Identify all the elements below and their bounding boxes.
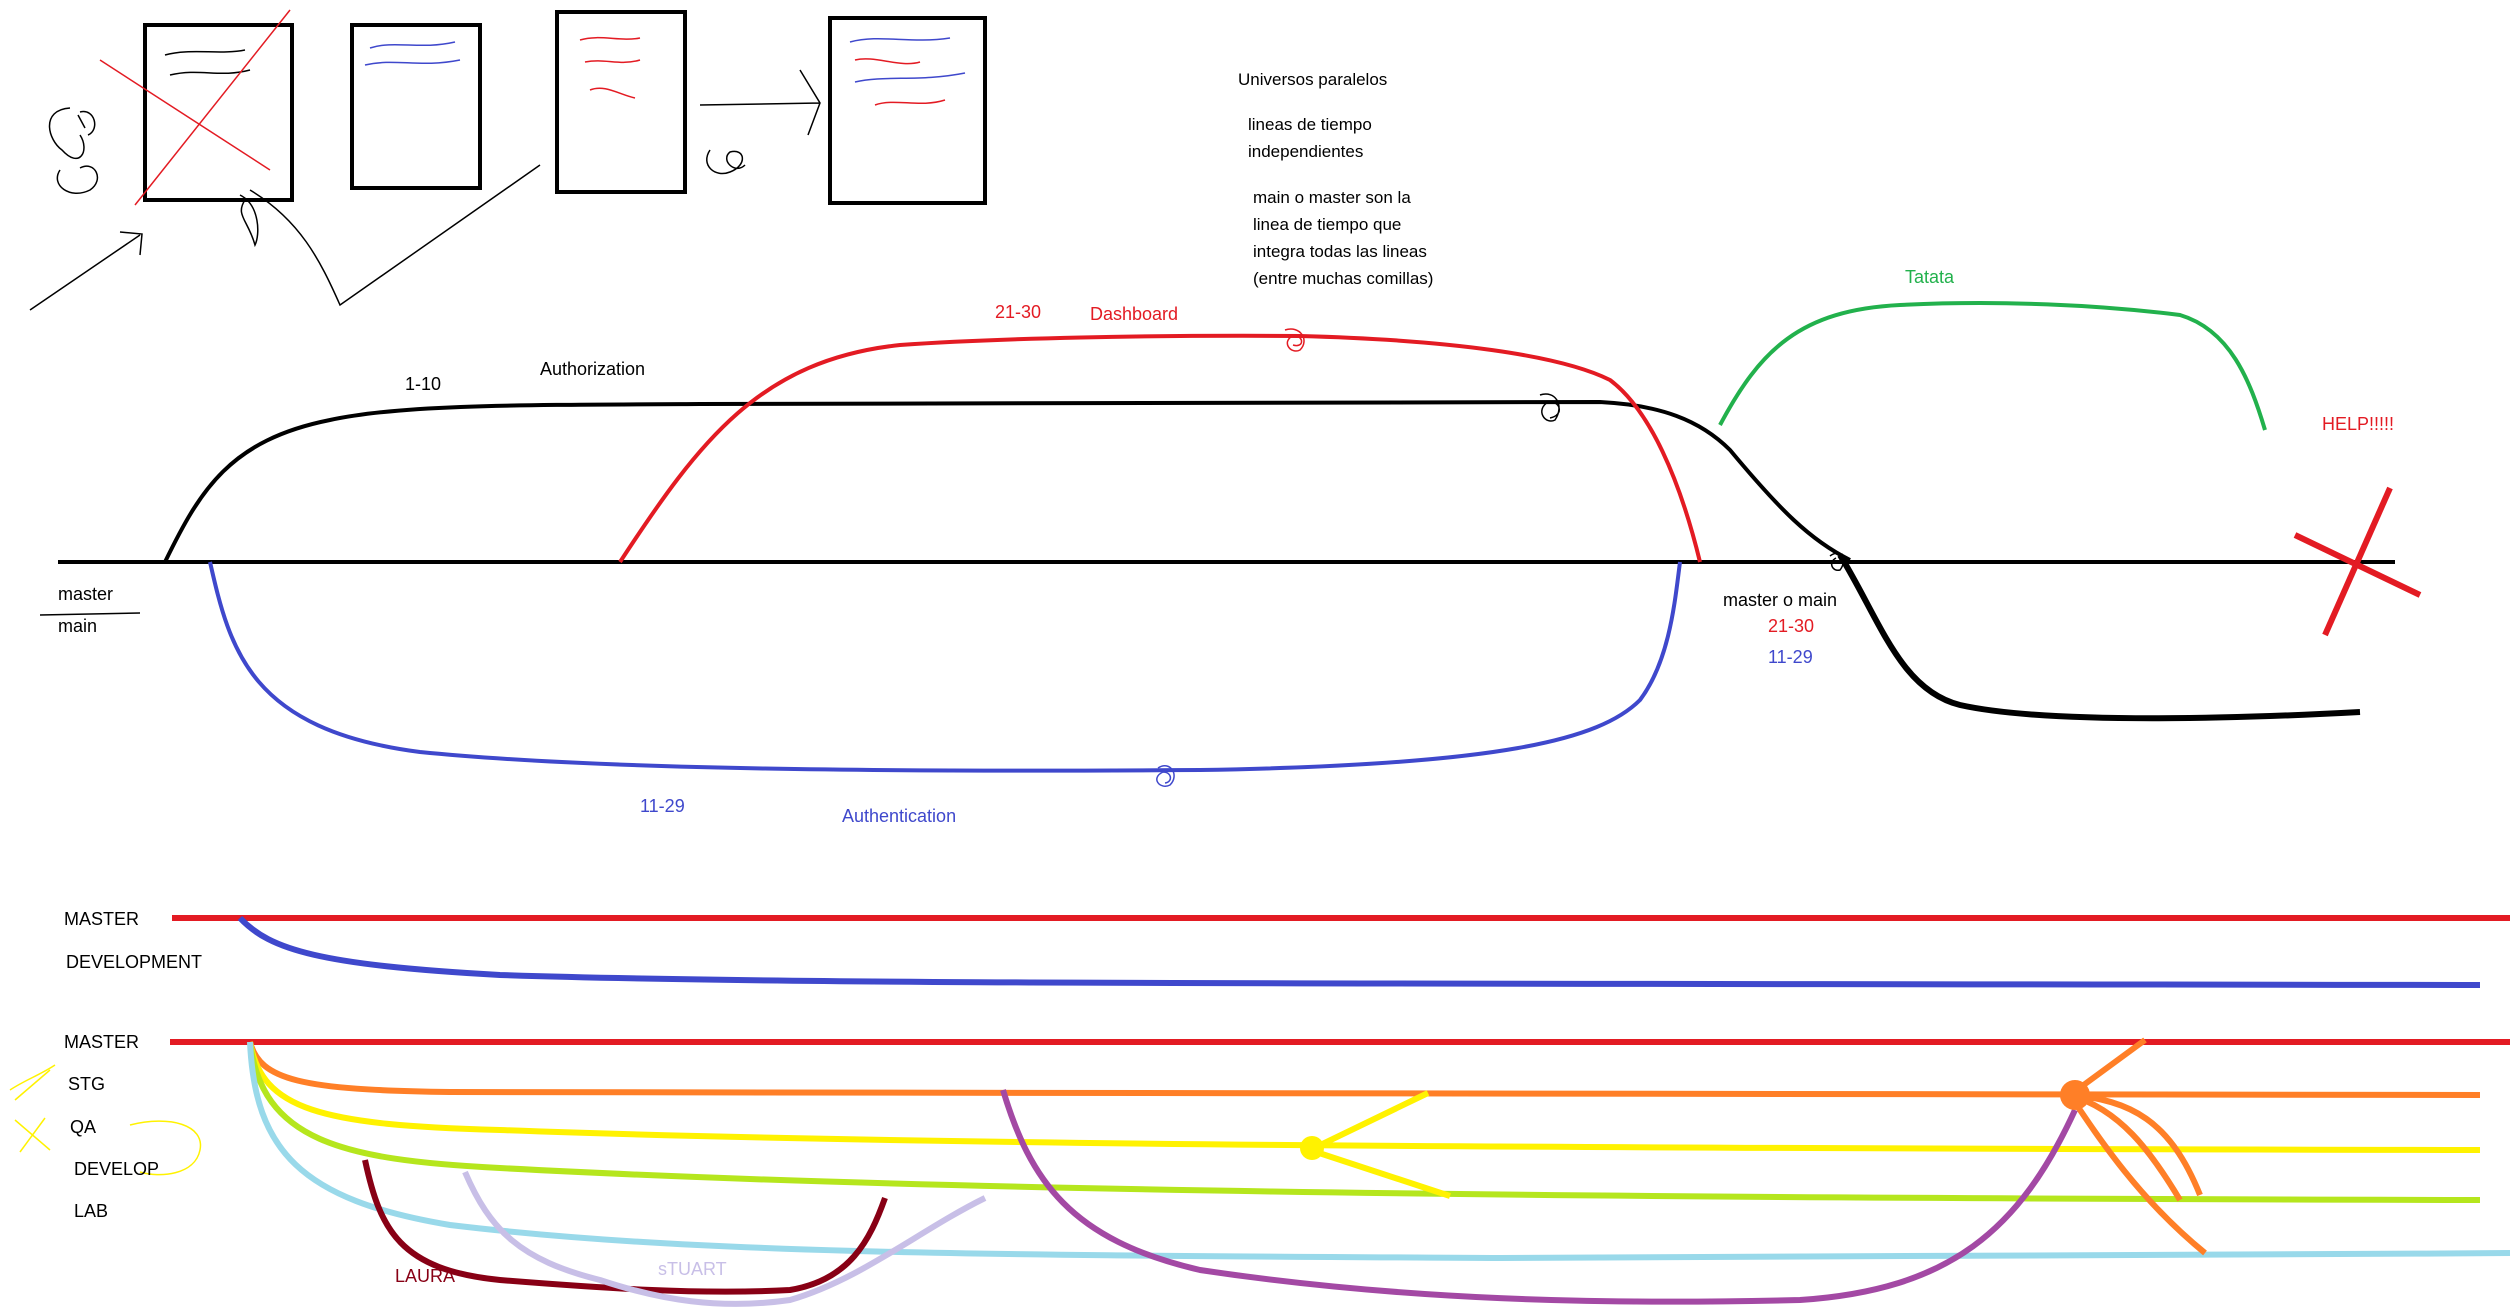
yellow-merge-dot	[1300, 1136, 1324, 1160]
frame-2	[350, 23, 482, 190]
develop-label: DEVELOP	[74, 1159, 159, 1179]
frame-2-line-a	[369, 41, 456, 49]
dashboard-name: Dashboard	[1090, 304, 1178, 324]
merge-range-red: 21-30	[1768, 616, 1814, 636]
stg-check-mark	[9, 1064, 56, 1101]
frame-1-line-a	[164, 49, 246, 56]
tatata-branch	[1718, 301, 2267, 431]
sketch-area	[29, 9, 987, 311]
authorization-range: 1-10	[405, 374, 441, 394]
arrow-to-frame-1	[29, 231, 143, 311]
help-label: HELP!!!!!	[2322, 414, 2394, 434]
laura-label: LAURA	[395, 1266, 455, 1286]
connector-curve	[249, 164, 541, 307]
bottom-diagram-2: MASTER STG QA DEVELOP LAB LAURA sTUART	[9, 1032, 2511, 1307]
frame-2-line-b	[364, 59, 461, 66]
frame-4-line-d	[874, 99, 946, 106]
qa-line	[247, 1041, 2481, 1153]
scribble-left	[48, 107, 99, 194]
scribble-left-2	[77, 110, 96, 136]
scribble-merge	[1829, 552, 1844, 571]
orange-merge-lines	[2067, 1037, 2207, 1256]
top-branch-diagram: master main 1-10 Authorization 21-30 Das…	[39, 267, 2422, 826]
scribble-dashboard	[1284, 328, 1305, 352]
scribble-authentication	[1156, 765, 1175, 787]
tatata-label: Tatata	[1905, 267, 1955, 287]
dashboard-branch	[618, 333, 1702, 564]
frame-3-line-a	[579, 36, 641, 41]
orange-merge-dot	[2060, 1080, 2090, 1110]
stg-label: STG	[68, 1074, 105, 1094]
notes-line-2: lineas de tiempo	[1248, 115, 1372, 134]
notes-title: Universos paralelos	[1238, 70, 1387, 89]
develop-line	[247, 1041, 2481, 1203]
frame-1-cross-2	[134, 9, 291, 206]
lab-label: LAB	[74, 1201, 108, 1221]
master-label: master	[58, 584, 113, 604]
help-cross-2	[2322, 486, 2393, 637]
notes-line-3: independientes	[1248, 142, 1363, 161]
scribble-right-of-frame-3	[706, 149, 746, 175]
authentication-branch	[208, 561, 1682, 773]
stg-line	[247, 1041, 2481, 1098]
dashboard-range: 21-30	[995, 302, 1041, 322]
stuart-label: sTUART	[658, 1259, 727, 1279]
frame-3-line-b	[584, 59, 641, 64]
lab-line	[247, 1041, 2511, 1262]
notes: Universos paralelos lineas de tiempo ind…	[1238, 70, 1433, 288]
frame-4-line-b	[854, 58, 921, 65]
authorization-branch	[163, 399, 1851, 563]
frame-1	[143, 23, 294, 202]
arrow-to-frame-4	[699, 69, 821, 136]
notes-line-6: integra todas las lineas	[1253, 242, 1427, 261]
purple-branch	[1000, 1089, 2078, 1305]
authorization-name: Authorization	[540, 359, 645, 379]
merged-master-continuation	[1837, 553, 2361, 722]
qa-cross-mark	[14, 1117, 51, 1153]
master-main-divider	[39, 612, 141, 616]
authentication-name: Authentication	[842, 806, 956, 826]
scribble-authorization	[1539, 393, 1560, 422]
notes-line-7: (entre muchas comillas)	[1253, 269, 1433, 288]
frame-3	[555, 10, 687, 194]
notes-line-4: main o master son la	[1253, 188, 1411, 207]
frame-4-line-a	[849, 37, 951, 43]
development-line	[237, 915, 2481, 988]
frame-4	[828, 16, 987, 205]
notes-line-5: linea de tiempo que	[1253, 215, 1401, 234]
main-label: main	[58, 616, 97, 636]
authentication-range: 11-29	[640, 796, 685, 816]
master-label-2: MASTER	[64, 1032, 139, 1052]
bottom-diagram-1: MASTER DEVELOPMENT	[64, 909, 2510, 988]
development-label: DEVELOPMENT	[66, 952, 202, 972]
frame-4-line-c	[854, 72, 966, 83]
frame-1-cross-1	[99, 59, 271, 171]
master-label-1: MASTER	[64, 909, 139, 929]
stuart-branch	[462, 1170, 987, 1307]
merge-range-blue: 11-29	[1768, 647, 1813, 667]
frame-3-line-c	[589, 87, 636, 99]
merge-label: master o main	[1723, 590, 1837, 610]
develop-loop-mark	[129, 1120, 202, 1176]
yellow-merge-lines	[1308, 1090, 1451, 1199]
qa-label: QA	[70, 1117, 96, 1137]
scribble-under-frame-1	[239, 194, 259, 248]
